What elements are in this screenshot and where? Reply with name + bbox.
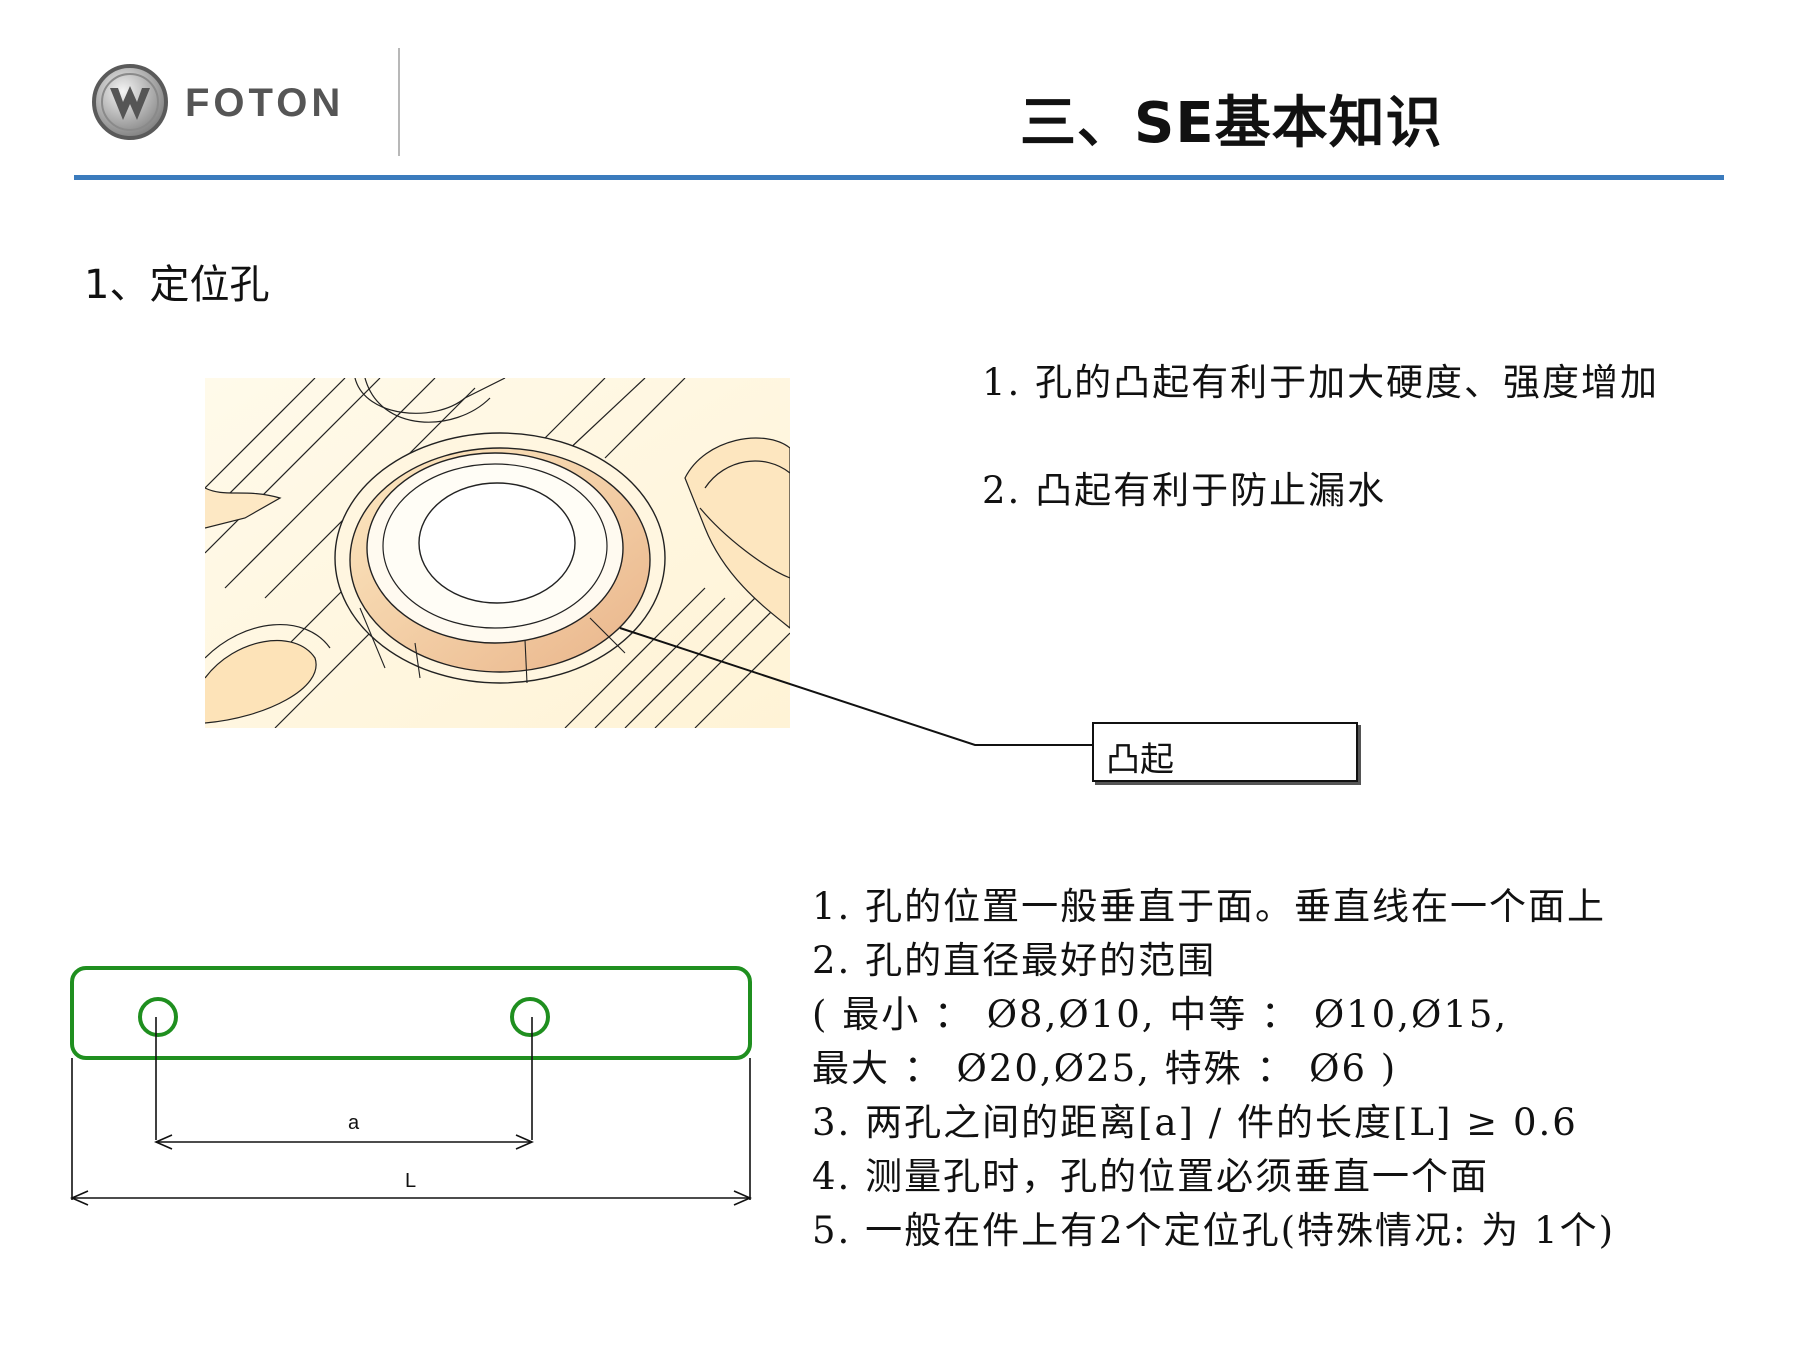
hole-right xyxy=(510,997,550,1037)
list-item: 1. 孔的位置一般垂直于面。垂直线在一个面上 xyxy=(812,885,1607,928)
boss-render-image xyxy=(204,377,791,729)
list-item: 1. 孔的凸起有利于加大硬度、强度增加 xyxy=(982,361,1660,404)
header-divider xyxy=(398,48,400,156)
callout-box: 凸起 xyxy=(1092,722,1358,782)
list-item: ( 最小 ： Ø8,Ø10, 中等 ： Ø10,Ø15, xyxy=(812,993,1509,1036)
part-outline xyxy=(70,966,752,1060)
list-item: 2. 孔的直径最好的范围 xyxy=(812,939,1217,982)
boss-benefits-list: 1. 孔的凸起有利于加大硬度、强度增加 2. 凸起有利于防止漏水 xyxy=(982,352,1659,568)
callout-label: 凸起 xyxy=(1106,740,1174,780)
list-item: 2. 凸起有利于防止漏水 xyxy=(982,469,1387,512)
foton-logo: FOTON xyxy=(90,62,390,142)
title-rule xyxy=(74,175,1724,180)
hole-left xyxy=(138,997,178,1037)
label-a: a xyxy=(348,1112,360,1134)
list-item: 最大 ： Ø20,Ø25, 特殊 ： Ø6 ) xyxy=(812,1047,1398,1090)
logo-wordmark: FOTON xyxy=(185,81,344,125)
list-item: 5. 一般在件上有2个定位孔(特殊情况: 为 1个) xyxy=(812,1209,1616,1252)
list-item: 3. 两孔之间的距离[a] / 件的长度[L] ≥ 0.6 xyxy=(812,1101,1578,1144)
hole-spacing-diagram: a L xyxy=(60,955,770,1215)
list-item: 4. 测量孔时，孔的位置必须垂直一个面 xyxy=(812,1155,1490,1198)
page-title: 三、SE基本知识 xyxy=(1020,91,1443,156)
section-heading: 1、定位孔 xyxy=(84,262,270,308)
label-L: L xyxy=(405,1170,416,1192)
hole-rules-list: 1. 孔的位置一般垂直于面。垂直线在一个面上 2. 孔的直径最好的范围 ( 最小… xyxy=(812,880,1615,1258)
